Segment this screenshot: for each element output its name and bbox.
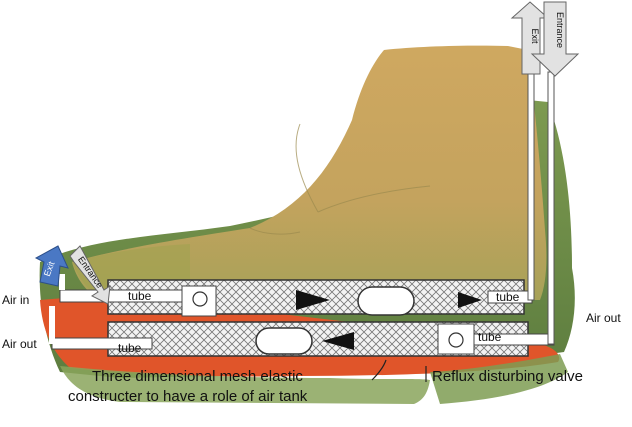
upper-valve-ball	[192, 291, 208, 307]
top-entrance-arrow-label: Entrance	[555, 12, 565, 48]
shoe-upper	[72, 45, 547, 301]
left-exit-arrow	[34, 245, 69, 287]
air-in-label: Air in	[2, 293, 29, 307]
lower-valve-ball	[448, 332, 464, 348]
mesh-caption-line1: Three dimensional mesh elastic	[92, 368, 303, 385]
upper-seam-line	[249, 123, 431, 235]
air-out-right-label: Air out	[586, 311, 621, 325]
flow-arrow-right-1	[296, 290, 330, 310]
mesh-caption-line2: constructer to have a role of air tank	[68, 388, 308, 405]
shoe-ground-right	[430, 354, 568, 404]
upper-shading	[72, 244, 190, 290]
upper-air-capsule	[357, 286, 415, 316]
vertical-exit-pipe	[527, 71, 535, 301]
lower-air-capsule	[255, 327, 313, 355]
top-entrance-arrow	[530, 1, 580, 77]
mesh-leader-line	[371, 359, 387, 381]
flow-arrow-right-2	[458, 292, 482, 308]
left-exit-arrow-label: Exit	[42, 260, 57, 278]
tube-label-upper-left: tube	[128, 289, 152, 303]
tube-label-upper-right: tube	[496, 290, 520, 304]
top-exit-arrow-label: Exit	[530, 28, 540, 44]
upper-inlet-tube	[59, 289, 185, 303]
tube-label-lower-left: tube	[118, 341, 142, 355]
left-entrance-arrow	[69, 245, 111, 305]
tube-label-lower-right: tube	[478, 330, 502, 344]
shoe-ground	[60, 366, 430, 404]
air-out-left-label: Air out	[2, 337, 37, 351]
reflux-valve-label: Reflux disturbing valve	[432, 368, 583, 385]
vertical-entrance-pipe	[547, 71, 555, 345]
flow-arrow-left-1	[322, 332, 354, 350]
